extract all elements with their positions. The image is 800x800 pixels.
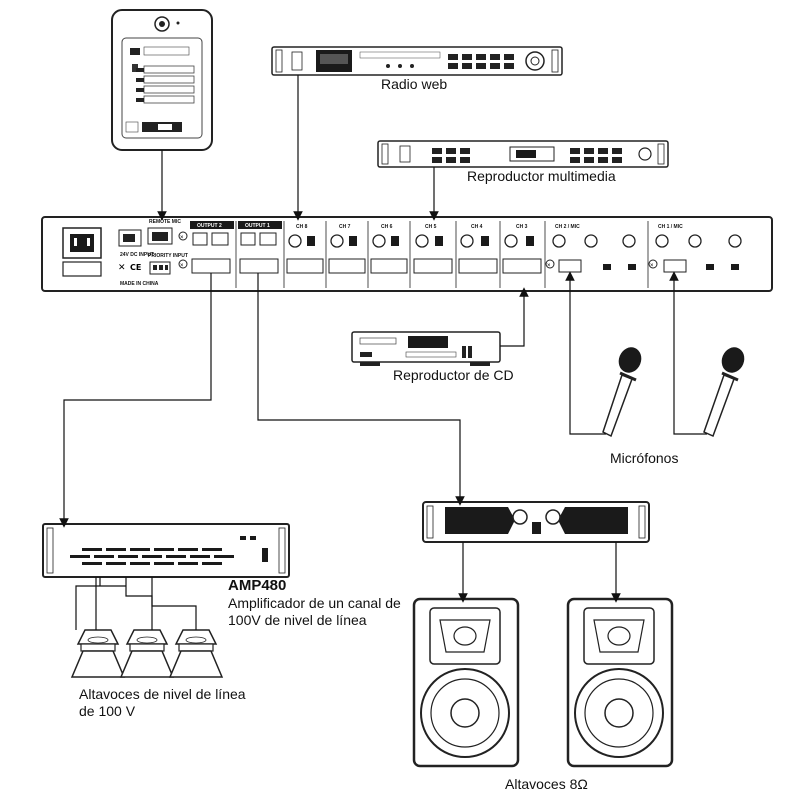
svg-text:CE: CE <box>130 263 141 272</box>
output2-label: OUTPUT 2 <box>197 223 222 229</box>
svg-text:✕: ✕ <box>118 263 126 273</box>
remote-wall-panel <box>111 9 213 151</box>
connection-lines <box>59 75 707 630</box>
speakers-8ohm-label: Altavoces 8Ω <box>505 776 588 792</box>
line-speaker-1 <box>70 629 126 678</box>
web-radio-device <box>271 46 563 76</box>
svg-text:×: × <box>180 235 184 241</box>
microphones-label: Micrófonos <box>610 450 679 466</box>
amp480-model-label: AMP480 <box>228 577 287 594</box>
line-speakers-label-line1: Altavoces de nivel de línea <box>79 686 246 702</box>
priority-input-label: PRIORITY INPUT <box>148 253 188 259</box>
media-player-label: Reproductor multimedia <box>467 168 616 184</box>
ch8-label: CH 8 <box>296 224 308 230</box>
svg-text:×: × <box>650 263 654 269</box>
made-in-label: MADE IN CHINA <box>120 281 159 287</box>
remote-mic-label: REMOTE MIC <box>149 219 181 225</box>
cd-player-label: Reproductor de CD <box>393 367 514 383</box>
ch7-label: CH 7 <box>339 224 351 230</box>
radio-web-label: Radio web <box>381 76 448 92</box>
amp480-desc-line1: Amplificador de un canal de <box>228 595 401 611</box>
output1-label: OUTPUT 1 <box>245 223 270 229</box>
line-speaker-3 <box>168 629 224 678</box>
cabinet-speaker-right <box>566 597 674 768</box>
ch3-label: CH 3 <box>516 224 528 230</box>
cd-player-device <box>351 331 501 366</box>
ch4-label: CH 4 <box>471 224 483 230</box>
svg-text:×: × <box>180 263 184 269</box>
line-speaker-2 <box>119 629 175 678</box>
dc-input-label: 24V DC INPUT <box>120 252 154 258</box>
line-speakers-label-line2: de 100 V <box>79 703 136 719</box>
ch1-label: CH 1 / MIC <box>658 224 683 230</box>
microphone-left <box>602 347 642 438</box>
cabinet-speaker-left <box>412 597 520 768</box>
ch6-label: CH 6 <box>381 224 393 230</box>
power-amplifier-device <box>422 501 650 543</box>
svg-text:×: × <box>547 263 551 269</box>
microphone-right <box>703 347 745 438</box>
amp480-device <box>42 523 290 578</box>
ch2-label: CH 2 / MIC <box>555 224 580 230</box>
media-player-device <box>377 140 669 168</box>
amp480-desc-line2: 100V de nivel de línea <box>228 612 367 628</box>
mixer-rear-panel: 24V DC INPUT ✕ CE REMOTE MIC PRIORITY IN… <box>41 216 773 292</box>
ch5-label: CH 5 <box>425 224 437 230</box>
